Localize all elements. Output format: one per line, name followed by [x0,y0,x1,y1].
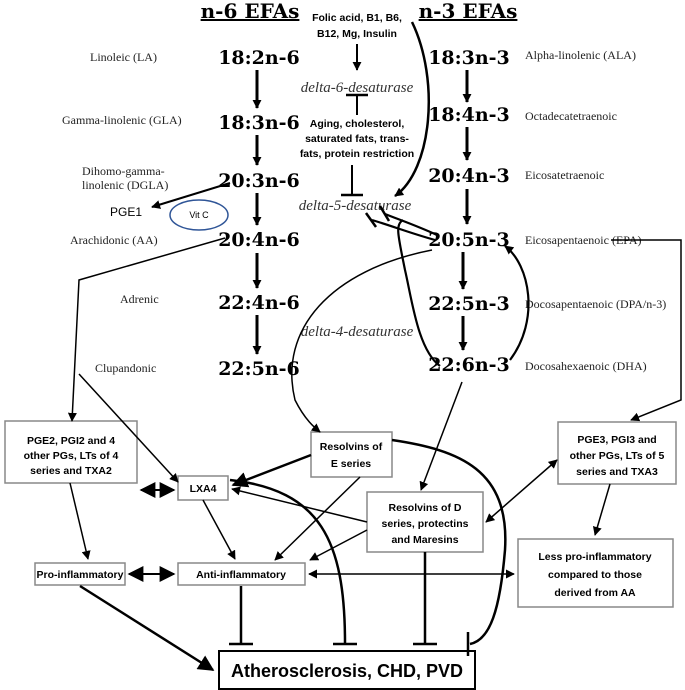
fa-18-3n6: 18:3n-6 [218,112,300,134]
fa-20-4n3: 20:4n-3 [428,165,510,187]
dha-inhibit-d5 [397,219,441,367]
box-pro-inflammatory: Pro-inflammatory [34,562,126,586]
box-pg4-line3: series and TXA2 [30,465,112,477]
box-lxa4: LXA4 [177,475,229,501]
cofactors-line2: B12, Mg, Insulin [317,28,397,40]
epa-to-resolvins-e [291,249,433,433]
box-less-pro-inflammatory: Less pro-inflammatory compared to those … [517,538,674,608]
resolvins-d-to-lxa4 [231,486,368,523]
fa-20-4n6: 20:4n-6 [218,229,300,251]
box-resolvins-d-line3: and Maresins [391,534,458,546]
name-dgla-2: linolenic (DGLA) [82,178,168,192]
pge1-label: PGE1 [110,205,142,219]
inhibitors-line1: Aging, cholesterol, [310,118,405,130]
box-pg3-line2: other PGs, LTs of 5 [570,450,665,462]
name-adrenic: Adrenic [120,292,159,306]
name-dpa: Docosapentaenoic (DPA/n-3) [525,297,666,311]
inhibitors-line3: fats, protein restriction [300,148,414,160]
box-less-line3: derived from AA [554,587,636,599]
epa-inhibit-d5-a-bar [378,205,391,222]
box-pg3: PGE3, PGI3 and other PGs, LTs of 5 serie… [557,421,677,485]
resolvins-e-to-lxa4 [231,453,312,488]
box-pro-label: Pro-inflammatory [37,569,124,581]
box-less-line1: Less pro-inflammatory [538,551,651,563]
epa-inhibit-d5-b-bar [364,212,378,228]
dha-to-resolvins-d [419,381,463,491]
fa-22-5n3: 22:5n-3 [428,293,510,315]
name-dgla-1: Dihomo-gamma- [82,164,165,178]
box-resolvins-e-line2: E series [331,458,371,470]
name-dha: Docosahexaenoic (DHA) [525,359,647,373]
enzyme-d5: delta-5-desaturase [299,198,412,214]
box-pg3-line1: PGE3, PGI3 and [577,434,656,446]
fa-18-3n3: 18:3n-3 [428,47,510,69]
resolvins-d-pg3-bidirectional [485,459,558,523]
box-resolvins-d-line1: Resolvins of D [389,502,462,514]
pg3-to-less [592,483,611,536]
box-pg4-line2: other PGs, LTs of 4 [24,450,119,462]
lxa4-to-anti [202,499,236,560]
pg4-to-pro [69,482,91,560]
lxa4-inhibits-outcome [229,478,357,646]
n3-conversion-arrows [458,70,472,351]
enzyme-d4: delta-4-desaturase [301,324,414,340]
cofactor-to-d5-curve [394,21,431,198]
n6-header: n-6 EFAs [201,0,300,23]
vitc-ellipse [169,199,229,231]
dha-to-epa-curve [504,245,530,361]
name-la: Linoleic (LA) [90,50,157,64]
fa-22-4n6: 22:4n-6 [218,292,300,314]
enzyme-d6: delta-6-desaturase [301,80,414,96]
name-ala: Alpha-linolenic (ALA) [525,48,636,62]
fa-22-5n6: 22:5n-6 [218,358,300,380]
box-anti-inflammatory: Anti-inflammatory [177,562,306,586]
box-pg3-line3: series and TXA3 [576,466,658,478]
name-gla: Gamma-linolenic (GLA) [62,113,182,127]
n3-header: n-3 EFAs [419,0,518,23]
pro-to-outcome [79,584,215,672]
vitc-label: Vit C [189,210,209,220]
box-resolvins-d-line2: series, protectins [382,518,469,530]
box-outcome-label: Atherosclerosis, CHD, PVD [231,661,463,681]
box-pg4-line1: PGE2, PGI2 and 4 [27,435,115,447]
name-clupandonic: Clupandonic [95,361,156,375]
resolvins-e-to-anti [274,476,361,561]
anti-inhibits-outcome [229,586,253,646]
name-octadeca: Octadecatetraenoic [525,109,617,123]
box-resolvins-e-line1: Resolvins of [320,441,383,453]
aa-output-lines [67,237,226,483]
resolvins-e-inhibits-outcome [391,438,507,656]
box-resolvins-e: Resolvins of E series [310,431,393,478]
fa-18-2n6: 18:2n-6 [218,47,300,69]
box-anti-label: Anti-inflammatory [196,569,286,581]
dgla-to-pge1-arrow [151,182,231,209]
box-resolvins-d: Resolvins of D series, protectins and Ma… [366,491,484,553]
inhibitors-line2: saturated fats, trans- [305,133,409,145]
epa-to-pg3-line [611,239,682,422]
resolvins-d-to-anti [309,529,368,561]
epa-inhibit-d5-a [384,212,438,237]
name-aa: Arachidonic (AA) [70,233,158,247]
name-epa: Eicosapentaenoic (EPA) [525,233,642,247]
cofactors-line1: Folic acid, B1, B6, [312,12,402,24]
box-less-line2: compared to those [548,569,642,581]
fa-22-6n3: 22:6n-3 [428,354,510,376]
name-eicosatetra: Eicosatetraenoic [525,168,604,182]
box-lxa4-label: LXA4 [190,483,217,495]
fa-18-4n3: 18:4n-3 [428,104,510,126]
fa-20-5n3: 20:5n-3 [428,229,510,251]
box-outcome: Atherosclerosis, CHD, PVD [218,650,476,690]
epa-inhibit-d5-b [371,218,436,242]
box-pg4: PGE2, PGI2 and 4 other PGs, LTs of 4 ser… [4,420,138,484]
resolvins-d-inhibits-outcome [413,552,437,646]
fa-20-3n6: 20:3n-6 [218,170,300,192]
